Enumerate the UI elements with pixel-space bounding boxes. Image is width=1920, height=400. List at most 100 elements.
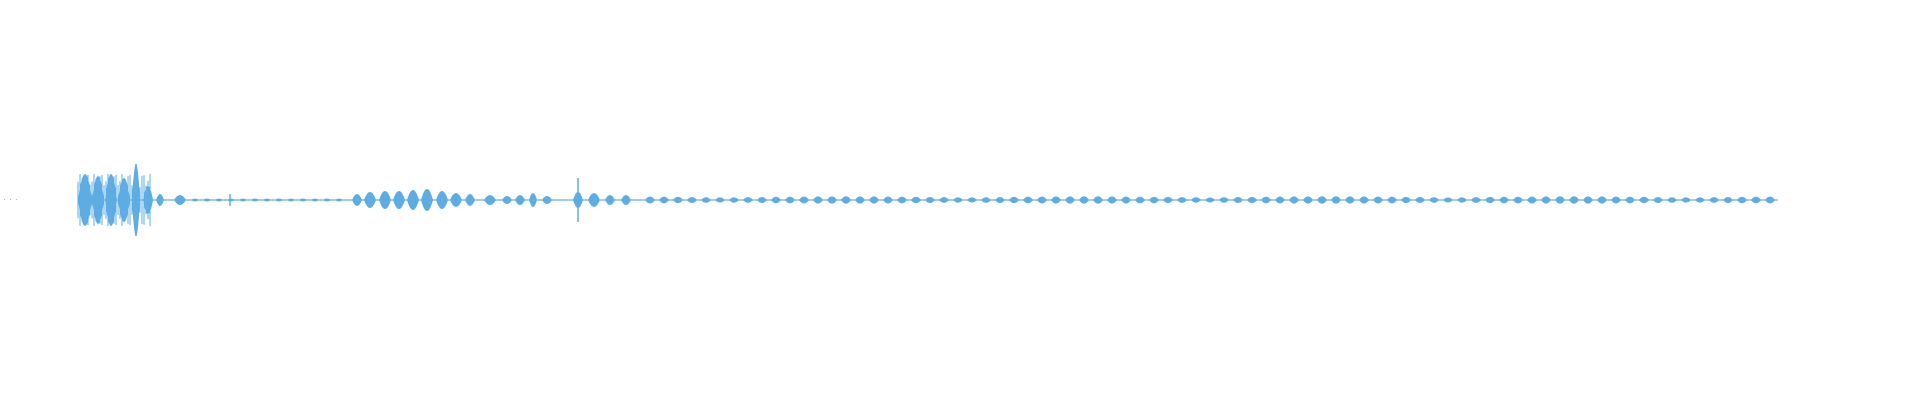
- waveform-burst: [1219, 197, 1229, 203]
- waveform-burst: [191, 198, 199, 202]
- waveform-burst: [227, 198, 235, 202]
- waveform-burst: [673, 196, 683, 204]
- waveform-burst: [1289, 196, 1299, 204]
- pre-roll-marker: [4, 194, 20, 206]
- waveform-burst: [701, 197, 711, 203]
- waveform-burst: [841, 196, 851, 204]
- waveform-burst: [1275, 196, 1285, 204]
- waveform-burst: [869, 196, 879, 204]
- waveform-burst: [1037, 196, 1047, 204]
- waveform-burst: [1485, 196, 1495, 204]
- waveform-burst: [925, 196, 935, 204]
- waveform-burst: [995, 196, 1005, 204]
- waveform-burst: [1555, 196, 1565, 204]
- waveform-burst: [883, 196, 893, 204]
- waveform-burst: [1751, 196, 1761, 204]
- waveform-burst: [1051, 196, 1061, 204]
- waveform-burst: [1345, 196, 1355, 204]
- waveform-burst: [379, 191, 391, 209]
- waveform-burst: [1149, 196, 1159, 204]
- waveform-burst: [1191, 197, 1201, 203]
- waveform-burst: [352, 194, 362, 206]
- waveform-burst: [239, 198, 247, 202]
- waveform-burst: [1597, 196, 1607, 204]
- waveform-burst: [502, 196, 512, 204]
- waveform-burst: [743, 197, 753, 203]
- waveform-burst: [1177, 197, 1187, 203]
- waveform-burst: [1527, 196, 1537, 204]
- waveform-burst: [393, 191, 405, 209]
- waveform-burst: [729, 197, 739, 203]
- waveform-bursts: [77, 164, 1778, 236]
- waveform-burst: [203, 198, 211, 202]
- waveform-burst: [1457, 197, 1467, 203]
- waveform-burst: [364, 192, 376, 208]
- waveform-burst: [1331, 196, 1341, 204]
- waveform-burst: [299, 198, 307, 202]
- waveform-burst: [311, 198, 319, 202]
- waveform-burst: [1317, 196, 1327, 204]
- waveform-burst: [1625, 196, 1635, 204]
- waveform-burst: [953, 197, 963, 203]
- waveform-burst: [1359, 196, 1369, 204]
- waveform-burst: [542, 196, 552, 204]
- waveform-burst: [1401, 196, 1411, 204]
- waveform-burst: [715, 197, 725, 203]
- waveform-burst: [1443, 197, 1453, 203]
- waveform-burst: [981, 197, 991, 203]
- waveform-burst: [621, 195, 631, 205]
- waveform-burst: [1653, 196, 1663, 204]
- waveform-burst: [421, 189, 433, 211]
- waveform-burst: [1681, 197, 1691, 203]
- waveform-burst: [1429, 197, 1439, 203]
- waveform-burst: [1611, 196, 1621, 204]
- waveform-burst: [484, 195, 496, 205]
- pre-roll-dot: [16, 199, 17, 200]
- waveform-burst: [1247, 196, 1257, 204]
- waveform-burst: [785, 196, 795, 204]
- waveform-burst: [1471, 197, 1481, 203]
- waveform-burst: [1121, 196, 1131, 204]
- waveform-burst: [588, 193, 600, 207]
- waveform-burst: [1107, 196, 1117, 204]
- waveform-burst: [407, 190, 419, 210]
- waveform-burst: [1233, 197, 1243, 203]
- waveform-burst: [757, 196, 767, 204]
- waveform-burst: [156, 194, 164, 206]
- waveform-burst: [1093, 196, 1103, 204]
- waveform-burst: [450, 193, 462, 207]
- waveform-burst: [1023, 196, 1033, 204]
- waveform-burst: [465, 194, 475, 206]
- waveform-burst: [939, 197, 949, 203]
- waveform-burst: [263, 198, 271, 202]
- waveform-burst: [529, 193, 537, 207]
- waveform-burst: [1765, 196, 1775, 204]
- waveform-burst: [687, 197, 697, 203]
- waveform-burst: [1709, 197, 1719, 203]
- waveform-burst: [967, 197, 977, 203]
- waveform-burst: [1513, 196, 1523, 204]
- waveform-burst: [1303, 196, 1313, 204]
- waveform-burst: [1667, 197, 1677, 203]
- waveform-burst: [1723, 196, 1733, 204]
- waveform-burst: [1415, 197, 1425, 203]
- waveform-burst: [1737, 196, 1747, 204]
- waveform-burst: [1499, 196, 1509, 204]
- waveform-burst: [1079, 196, 1089, 204]
- waveform-burst: [1205, 197, 1215, 203]
- waveform-burst: [174, 195, 186, 205]
- waveform-burst: [436, 191, 448, 209]
- waveform-burst: [251, 198, 259, 202]
- waveform-burst: [1163, 196, 1173, 204]
- pre-roll-dot: [4, 199, 5, 200]
- waveform-burst: [1261, 196, 1271, 204]
- waveform-burst: [105, 174, 117, 226]
- waveform-burst: [1695, 197, 1705, 203]
- waveform-burst: [1009, 196, 1019, 204]
- waveform-burst: [813, 196, 823, 204]
- waveform-burst: [1135, 196, 1145, 204]
- waveform-burst: [1373, 196, 1383, 204]
- waveform-burst: [515, 195, 525, 205]
